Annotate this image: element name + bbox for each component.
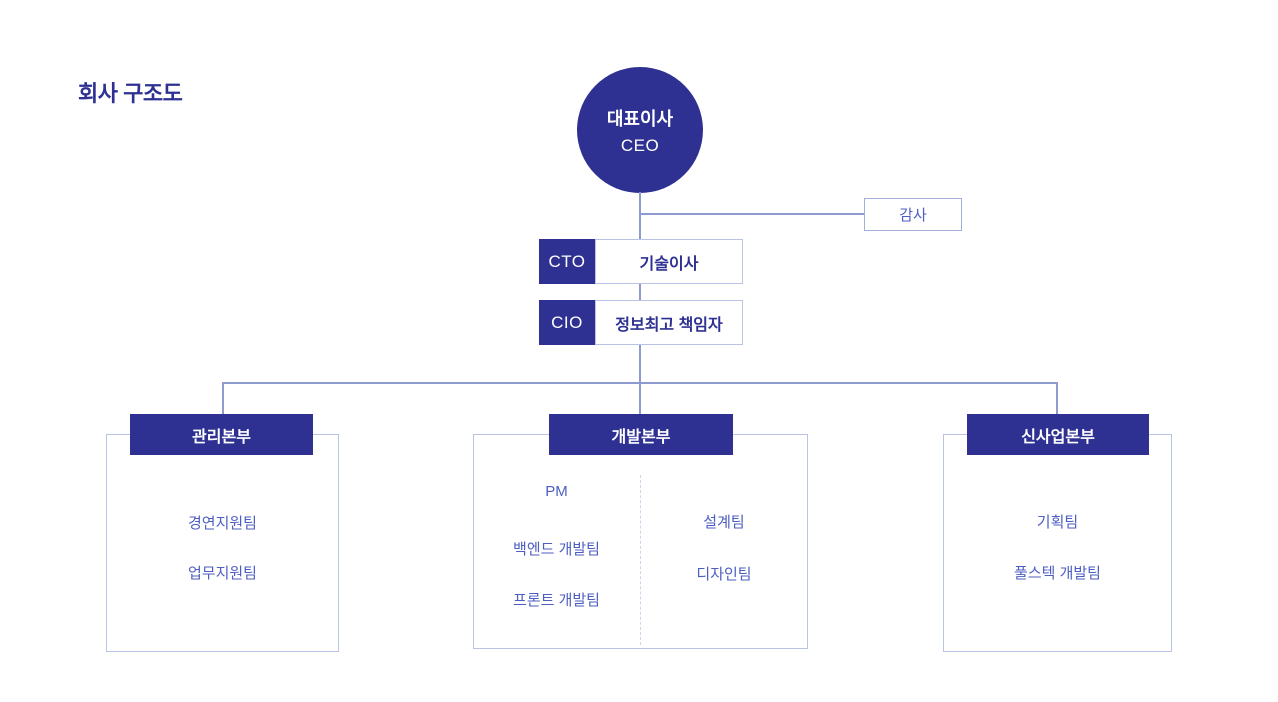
development-column-divider — [640, 475, 641, 645]
connector-cio-tree — [639, 344, 641, 383]
team-label: 백엔드 개발팀 — [513, 541, 600, 558]
dept-header-development: 개발본부 — [549, 414, 733, 455]
connector-drop-right — [1056, 382, 1058, 415]
connector-audit — [640, 213, 864, 215]
cto-abbr-box: CTO — [539, 239, 595, 284]
ceo-title-english: CEO — [620, 135, 660, 155]
dept-newbusiness-container — [943, 434, 1172, 652]
team-label: PM — [545, 483, 568, 500]
team-label: 설계팀 — [703, 514, 745, 531]
team-label: 기획팀 — [1036, 514, 1079, 531]
connector-cto-cio — [639, 283, 641, 301]
team-label: 디자인팀 — [696, 566, 752, 583]
cio-abbr-box: CIO — [539, 300, 595, 345]
ceo-title-korean: 대표이사 — [606, 108, 674, 129]
dept-header-management: 관리본부 — [130, 414, 313, 455]
team-label: 경연지원팀 — [187, 515, 257, 532]
audit-label: 감사 — [899, 207, 927, 224]
dept-header-newbusiness: 신사업본부 — [967, 414, 1149, 455]
cto-title-box: 기술이사 — [595, 239, 743, 284]
team-label: 풀스텍 개발팀 — [1014, 565, 1101, 582]
connector-drop-middle — [639, 382, 641, 415]
team-label: 업무지원팀 — [187, 565, 257, 582]
team-label: 프론트 개발팀 — [513, 592, 600, 609]
cio-title-box: 정보최고 책임자 — [595, 300, 743, 345]
page-title: 회사 구조도 — [78, 81, 183, 106]
ceo-node: 대표이사 CEO — [577, 67, 703, 193]
connector-ceo-cto — [639, 192, 641, 240]
dept-management-container — [106, 434, 339, 652]
connector-drop-left — [222, 382, 224, 415]
audit-box: 감사 — [864, 198, 962, 231]
